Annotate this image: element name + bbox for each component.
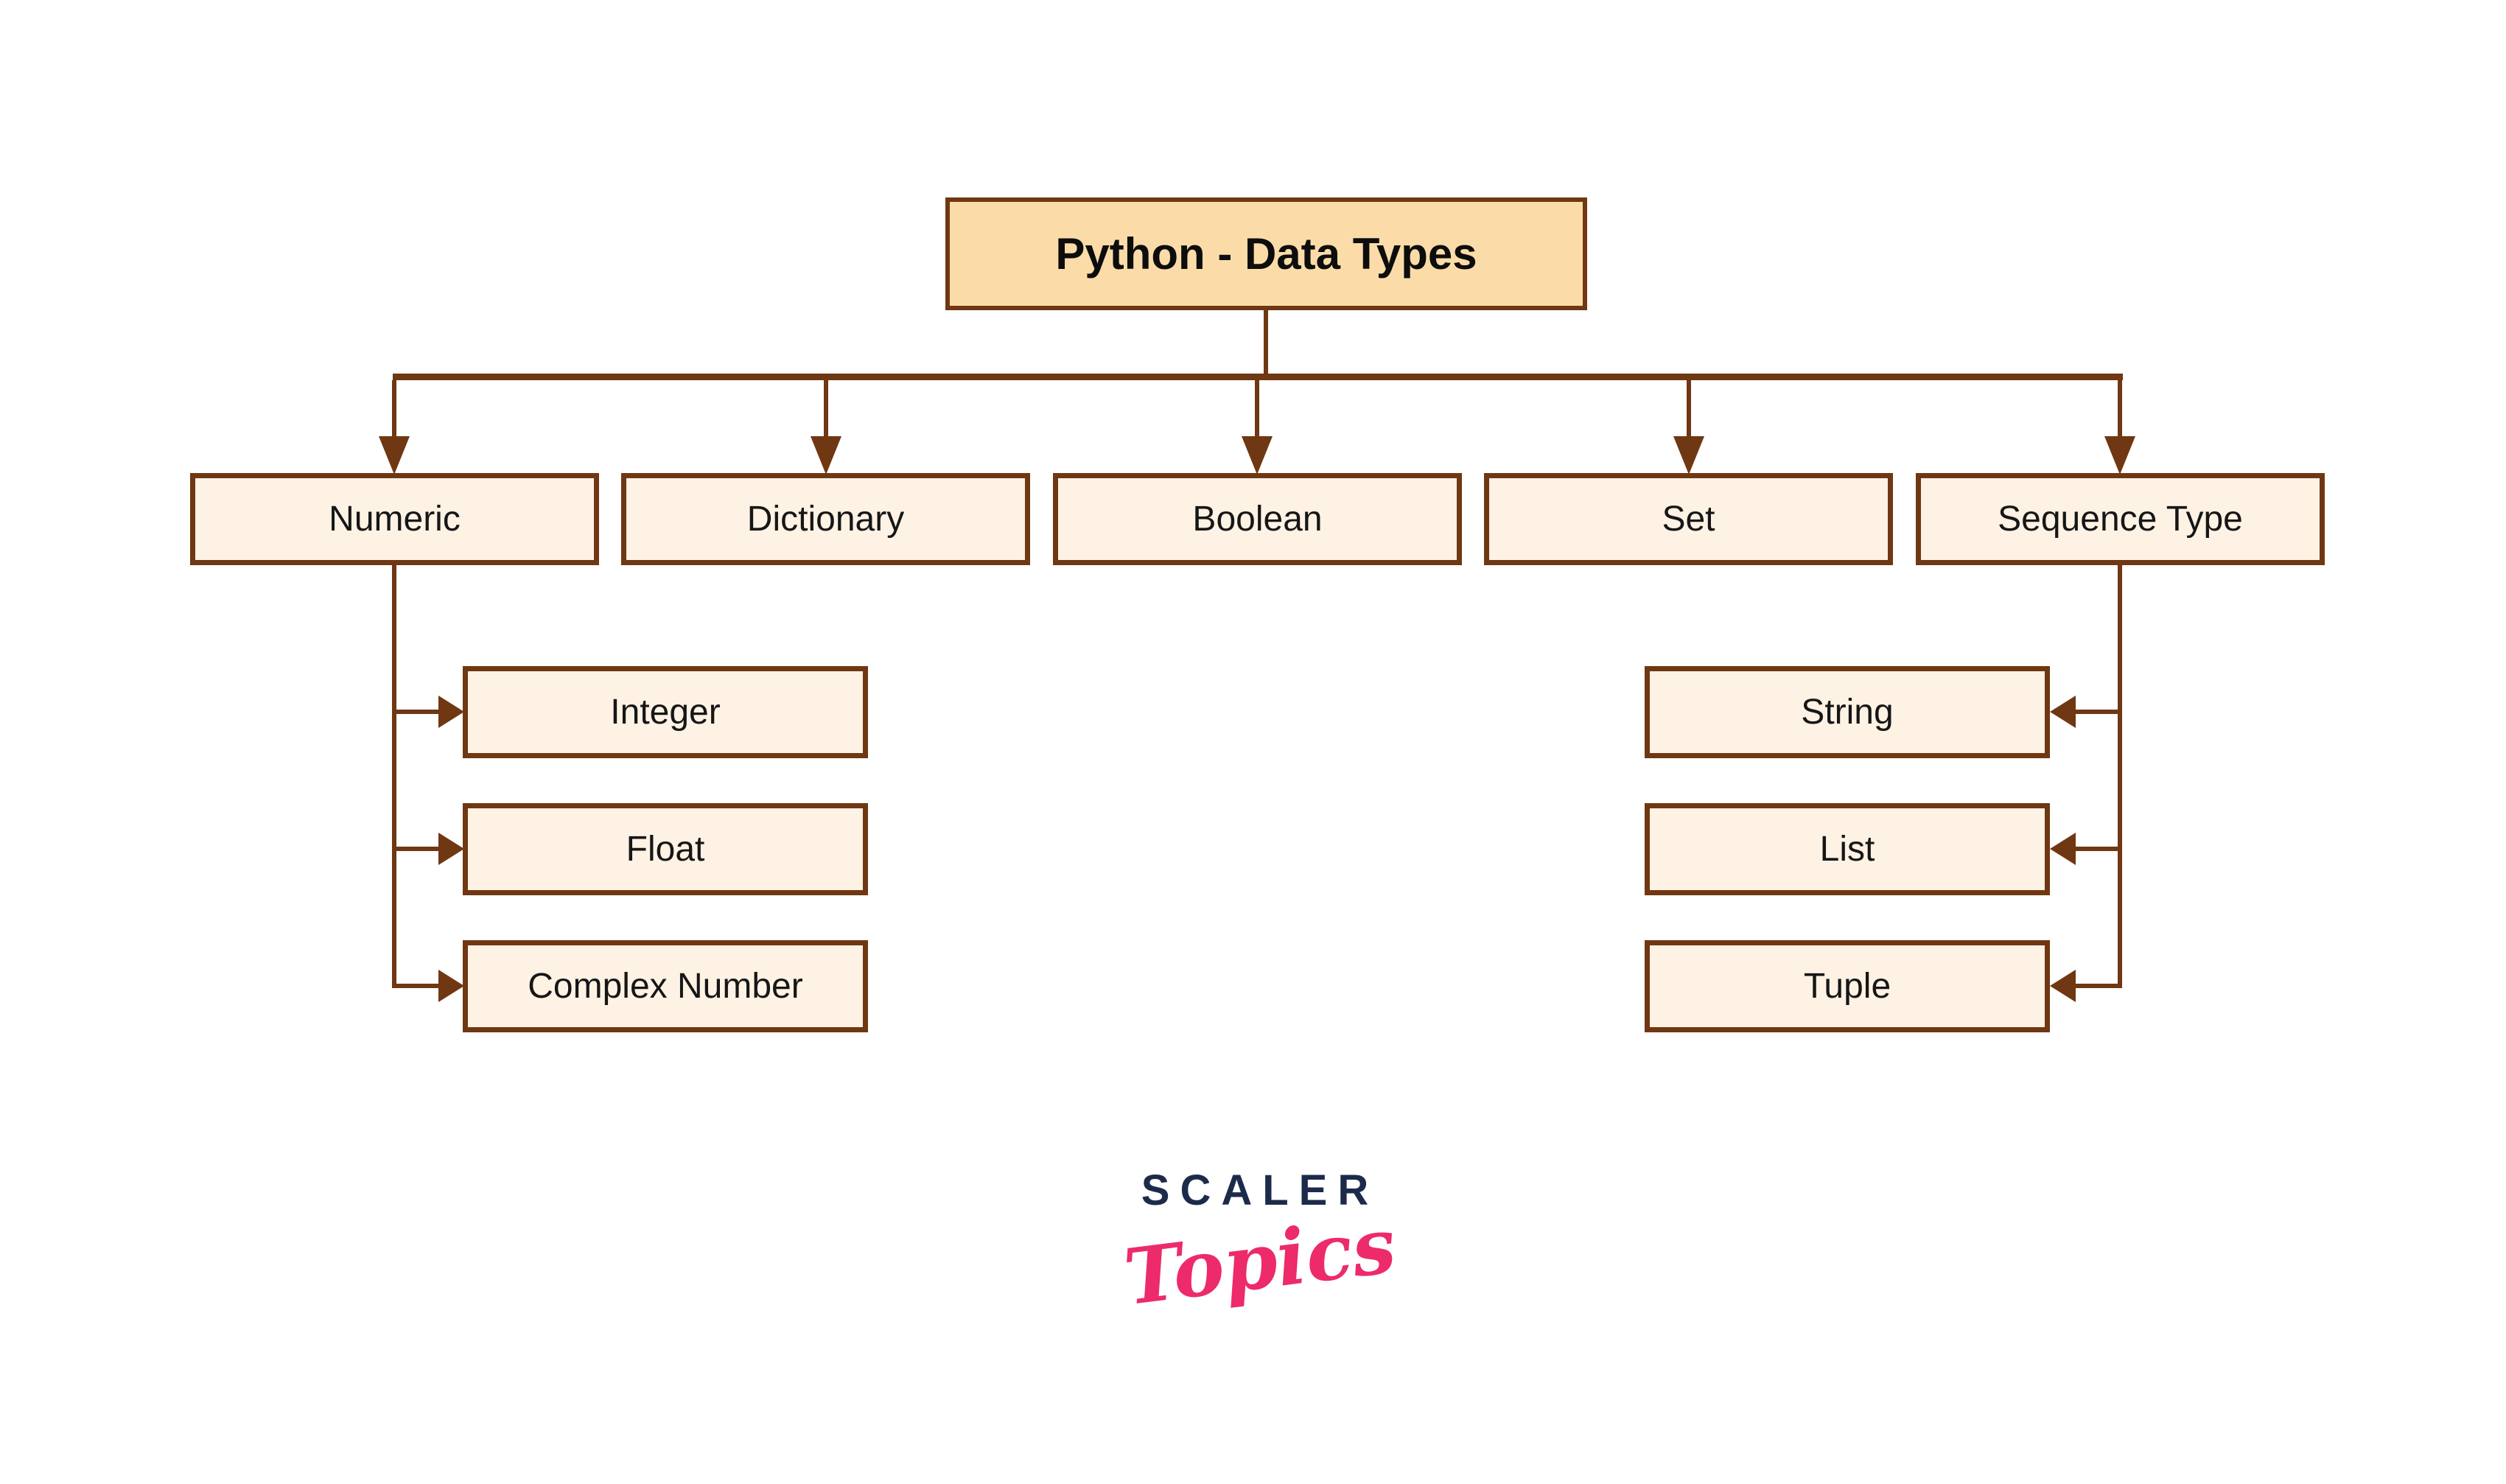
node-numeric: Numeric <box>190 473 599 565</box>
node-boolean: Boolean <box>1053 473 1462 565</box>
float-label: Float <box>626 829 705 869</box>
arrow-right-integer-icon <box>438 696 464 728</box>
topics-wordmark: Topics <box>1119 1199 1401 1323</box>
edge-branch-float <box>392 847 439 851</box>
dictionary-label: Dictionary <box>746 499 905 539</box>
edge-sequence-trunk <box>2118 565 2122 988</box>
arrow-left-string-icon <box>2050 696 2076 728</box>
integer-label: Integer <box>610 692 721 732</box>
node-float: Float <box>463 803 868 895</box>
scaler-wordmark: SCALER <box>1141 1166 1379 1214</box>
node-integer: Integer <box>463 666 868 758</box>
arrow-left-tuple-icon <box>2050 970 2076 1002</box>
complex-number-label: Complex Number <box>528 966 803 1006</box>
list-label: List <box>1819 829 1875 869</box>
node-dictionary: Dictionary <box>621 473 1030 565</box>
arrow-down-numeric-icon <box>379 436 410 475</box>
sequence-type-label: Sequence Type <box>1998 499 2243 539</box>
edge-title-drop <box>1264 310 1268 379</box>
edge-drop-boolean <box>1255 380 1259 438</box>
arrow-right-float-icon <box>438 833 464 865</box>
scaler-topics-logo: SCALER Topics <box>1105 1166 1415 1372</box>
edge-drop-set <box>1687 380 1691 438</box>
edge-drop-dictionary <box>824 380 828 438</box>
arrow-down-set-icon <box>1673 436 1704 475</box>
edge-branch-integer <box>392 710 439 714</box>
arrow-right-complex-icon <box>438 970 464 1002</box>
string-label: String <box>1801 692 1894 732</box>
node-string: String <box>1645 666 2050 758</box>
arrow-left-list-icon <box>2050 833 2076 865</box>
arrow-down-dictionary-icon <box>811 436 841 475</box>
node-sequence-type: Sequence Type <box>1916 473 2325 565</box>
node-title: Python - Data Types <box>945 197 1587 310</box>
edge-branch-string <box>2075 710 2122 714</box>
set-label: Set <box>1662 499 1715 539</box>
node-tuple: Tuple <box>1645 940 2050 1032</box>
numeric-label: Numeric <box>329 499 461 539</box>
arrow-down-boolean-icon <box>1242 436 1273 475</box>
edge-bus <box>393 374 2123 380</box>
tuple-label: Tuple <box>1803 966 1891 1006</box>
node-set: Set <box>1484 473 1893 565</box>
node-list: List <box>1645 803 2050 895</box>
arrow-down-sequence-icon <box>2104 436 2135 475</box>
edge-branch-tuple <box>2075 984 2122 988</box>
edge-numeric-trunk <box>392 565 396 988</box>
node-complex-number: Complex Number <box>463 940 868 1032</box>
edge-drop-sequence <box>2118 380 2122 438</box>
edge-branch-complex <box>392 984 439 988</box>
title-label: Python - Data Types <box>1055 228 1477 279</box>
edge-branch-list <box>2075 847 2122 851</box>
edge-drop-numeric <box>392 380 396 438</box>
boolean-label: Boolean <box>1192 499 1323 539</box>
